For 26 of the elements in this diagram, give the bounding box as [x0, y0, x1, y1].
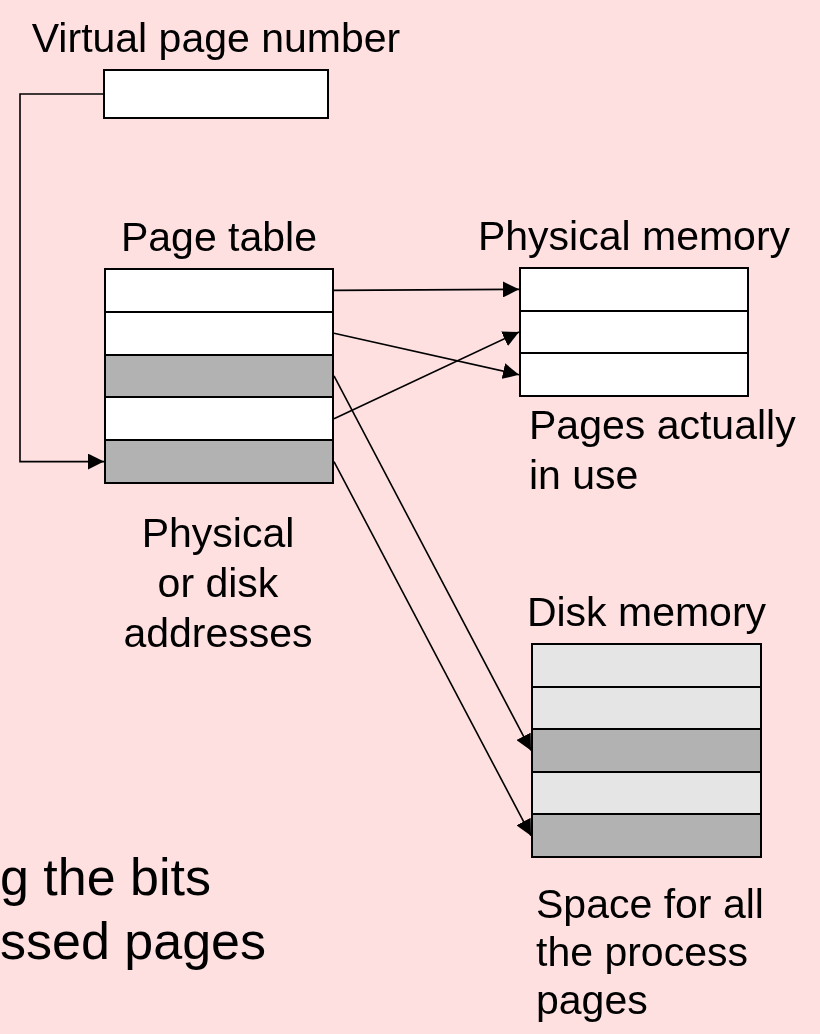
- table-heading: Virtual page number: [31, 15, 401, 61]
- arrow: [333, 375, 532, 752]
- table-row: [104, 268, 334, 313]
- arrow: [19, 93, 105, 470]
- table-heading: Page table: [120, 214, 318, 260]
- table-row: [104, 439, 334, 484]
- arrow: [333, 332, 520, 379]
- table-row: [531, 813, 762, 858]
- table-heading: Physical memory: [477, 213, 791, 259]
- table-row: [519, 309, 749, 355]
- table-row: [104, 396, 334, 442]
- table-row: [531, 728, 762, 773]
- table-caption: Space for all the process pages: [536, 880, 765, 1024]
- arrow: [333, 331, 520, 420]
- arrow: [333, 281, 520, 298]
- table-caption: Physical or disk addresses: [122, 509, 314, 658]
- table-row: [104, 353, 334, 399]
- table-caption: Pages actually in use: [529, 401, 797, 500]
- table-heading: Disk memory: [526, 589, 767, 635]
- table-row: [531, 770, 762, 816]
- table-row: [531, 685, 762, 731]
- note-text: g the bits ssed pages: [0, 847, 267, 972]
- table-row: [519, 352, 749, 397]
- table-row: [104, 310, 334, 356]
- table-row: [531, 643, 762, 688]
- table-row: [519, 267, 749, 312]
